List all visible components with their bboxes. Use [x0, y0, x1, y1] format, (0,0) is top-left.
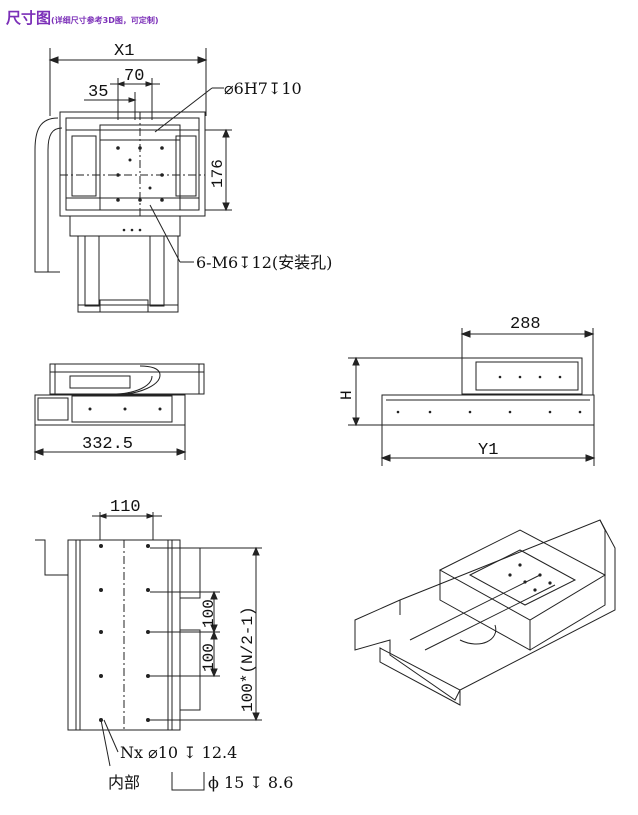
side-view: 288 H Y1: [338, 315, 596, 466]
bottom-view: 110 100 100 100*(N/2-1): [35, 498, 293, 792]
isometric-view: [354, 519, 616, 706]
top-view: X1 70 35 ⌀6H7↧10 176: [34, 42, 332, 313]
dim-176: 176: [209, 159, 227, 188]
title-main: 尺寸图: [6, 9, 52, 27]
title-subtitle: (详细尺寸参考3D图，可定制): [51, 16, 159, 25]
callout-mount-holes: 6-M6↧12(安装孔): [196, 253, 332, 272]
dim-110: 110: [110, 498, 141, 517]
front-view: 332.5: [33, 363, 205, 460]
dim-pitch: 100*(N/2-1): [239, 606, 257, 712]
callout-hole-spec: ⌀6H7↧10: [224, 79, 302, 98]
dim-288: 288: [510, 315, 541, 334]
note-inner-label: 内部: [108, 773, 140, 792]
dim-h: H: [338, 390, 356, 400]
dim-x1: X1: [114, 42, 134, 61]
dimension-drawing-title: 尺寸图(详细尺寸参考3D图，可定制): [6, 7, 159, 28]
dim-35: 35: [88, 83, 108, 102]
dim-332-5: 332.5: [82, 435, 133, 454]
dim-y1: Y1: [478, 441, 498, 460]
dim-100-upper: 100: [200, 599, 218, 628]
note-inner-counterbore: ϕ 15 ↧ 8.6: [208, 773, 293, 792]
dim-100-lower: 100: [200, 643, 218, 672]
dim-70: 70: [124, 67, 144, 86]
note-through-holes: Nx ⌀10 ↧ 12.4: [120, 743, 237, 762]
